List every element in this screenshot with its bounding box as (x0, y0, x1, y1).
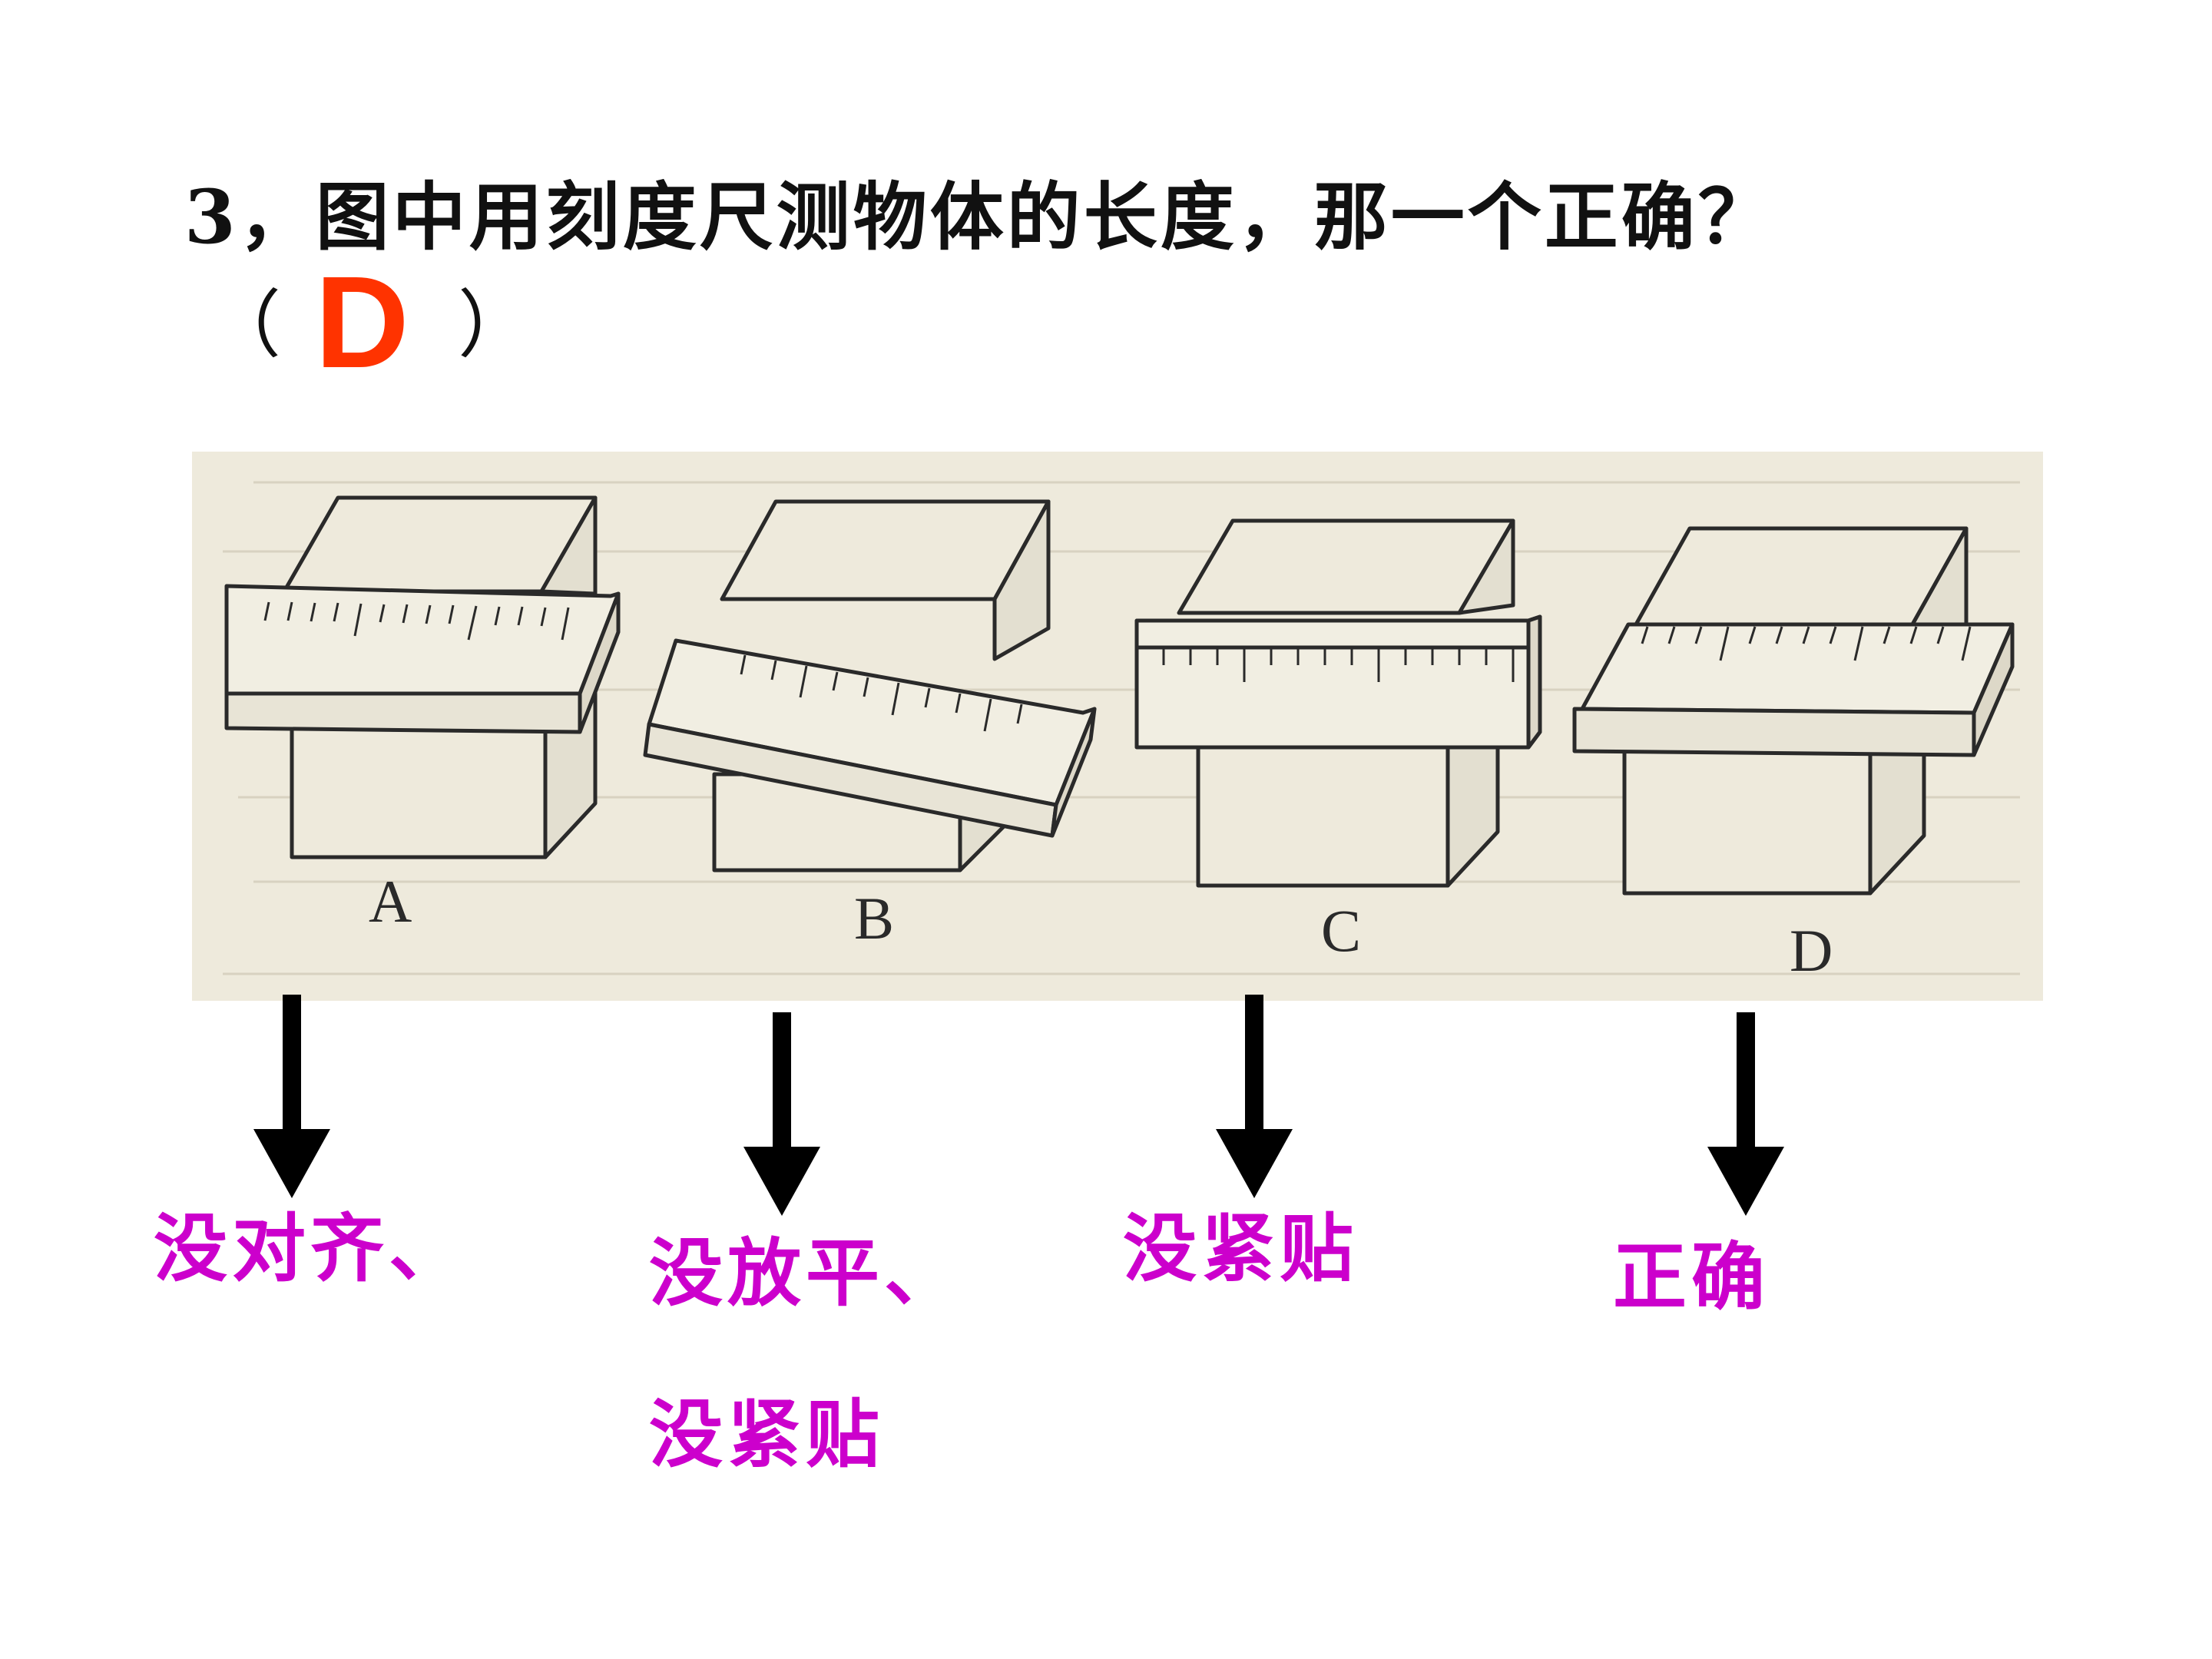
label-option-b-line1: 没放平、 (649, 1230, 962, 1316)
answer-paren-close: ） (458, 282, 531, 368)
label-option-d: 正确 (1613, 1233, 1770, 1320)
down-arrow-icon (253, 995, 330, 1198)
ruler-measurement-figure: A B C D (192, 452, 2043, 1001)
ruler-figure-svg: A B C D (192, 452, 2043, 1001)
option-letter-c: C (1321, 897, 1361, 964)
down-arrow-icon (1707, 1012, 1784, 1216)
down-arrow-icon (1216, 995, 1293, 1198)
option-letter-b: B (854, 885, 894, 952)
option-b-drawing (643, 499, 1097, 873)
option-d-drawing (1572, 526, 2015, 896)
down-arrow-icon (743, 1012, 820, 1216)
label-option-c: 没紧贴 (1123, 1205, 1358, 1292)
option-a-drawing (224, 495, 621, 859)
option-letter-d: D (1790, 917, 1833, 984)
answer-letter: D (315, 250, 409, 396)
question-text: 3，图中用刻度尺测物体的长度，那一个正确？ (184, 174, 1775, 260)
option-letter-a: A (369, 868, 412, 935)
label-option-b-line2: 没紧贴 (649, 1391, 884, 1478)
answer-paren-open: （ (207, 282, 281, 368)
label-option-a: 没对齐、 (154, 1205, 467, 1292)
option-c-drawing (1134, 518, 1542, 888)
